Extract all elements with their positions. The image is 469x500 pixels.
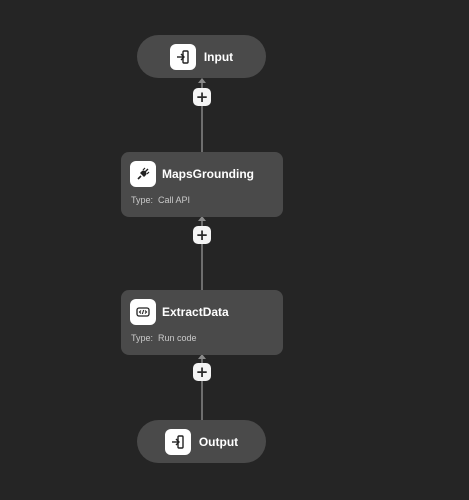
extract-data-node[interactable]: ExtractData Type: Run code <box>121 290 283 355</box>
plus-icon: + <box>195 87 209 106</box>
plus-icon: + <box>195 362 209 381</box>
type-value: Call API <box>158 195 191 205</box>
sign-in-icon <box>164 428 191 455</box>
connector-line <box>201 80 203 152</box>
maps-grounding-node-label: MapsGrounding <box>162 167 254 181</box>
connector-line <box>201 356 203 422</box>
output-node[interactable]: Output <box>137 420 266 463</box>
type-value: Run code <box>158 333 197 343</box>
code-icon <box>130 299 156 325</box>
add-step-button[interactable]: + <box>193 226 211 244</box>
connector-arrow <box>198 354 206 359</box>
plug-icon <box>130 161 156 187</box>
connector-arrow <box>198 78 206 83</box>
connector-line <box>201 218 203 290</box>
type-label: Type: <box>131 195 154 205</box>
node-type-row: Type: Run code <box>131 333 197 343</box>
input-node[interactable]: Input <box>137 35 266 78</box>
connector-arrow <box>198 216 206 221</box>
extract-data-node-label: ExtractData <box>162 305 229 319</box>
add-step-button[interactable]: + <box>193 88 211 106</box>
sign-in-icon <box>169 43 196 70</box>
input-node-label: Input <box>203 49 234 64</box>
node-type-row: Type: Call API <box>131 195 190 205</box>
add-step-button[interactable]: + <box>193 363 211 381</box>
type-label: Type: <box>131 333 154 343</box>
plus-icon: + <box>195 225 209 244</box>
output-node-label: Output <box>198 434 239 449</box>
maps-grounding-node[interactable]: MapsGrounding Type: Call API <box>121 152 283 217</box>
